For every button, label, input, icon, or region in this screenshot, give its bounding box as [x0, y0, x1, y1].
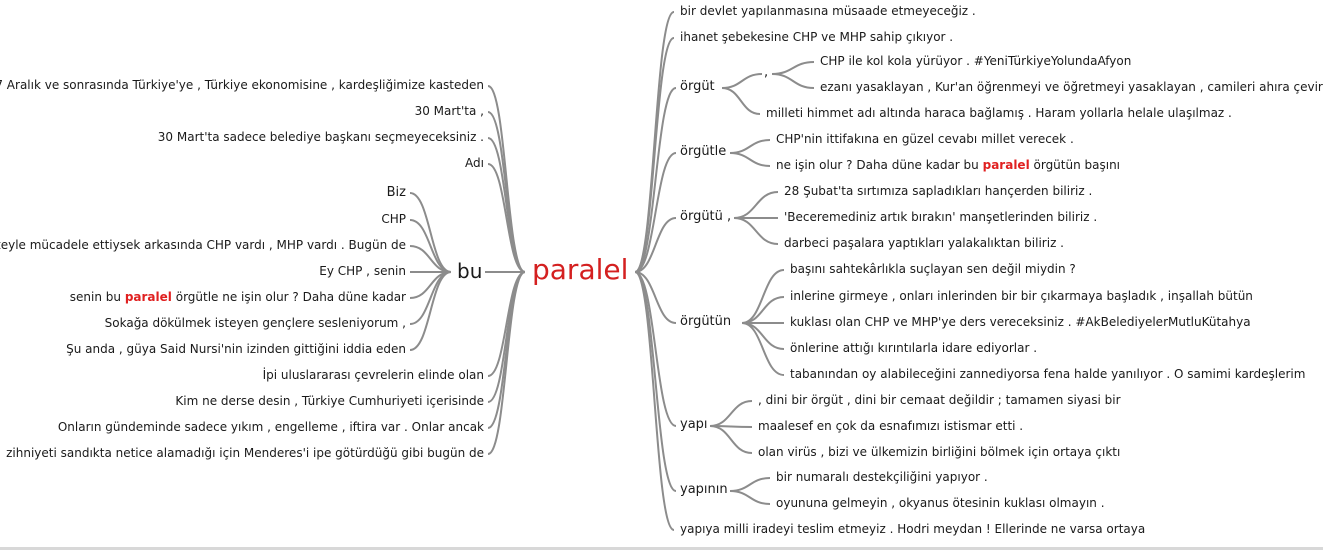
branch-orgutle: örgütle: [680, 144, 727, 159]
orgut-comma-leaf-connector: [771, 61, 815, 75]
yapi-leaf: , dini bir örgüt , dini bir cemaat değil…: [758, 393, 1121, 407]
left-connector: [487, 85, 526, 273]
left-leaf: zihniyeti sandıkta netice alamadığı için…: [6, 446, 484, 460]
orgutle-leaf: CHP'nin ittifakına en güzel cevabı mille…: [776, 132, 1074, 146]
left-connector: [487, 111, 526, 273]
branch-yapinin: yapının: [680, 482, 728, 497]
orgutu-leaf-connector: [733, 217, 779, 245]
left-leaf: İpi uluslararası çevrelerin elinde olan: [262, 368, 484, 382]
branch-orgut-comma: ,: [764, 65, 769, 80]
orgutle-leaf-connector: [729, 152, 771, 167]
branch-connector: [634, 152, 677, 273]
branch-yapi: yapı: [680, 417, 708, 432]
orgut-comma-leaf: CHP ile kol kola yürüyor . #YeniTürkiyeY…: [820, 54, 1132, 68]
orgutu-leaf-connector: [733, 191, 779, 219]
orgut-comma-connector: [721, 73, 763, 89]
yapinin-leaf: bir numaralı destekçiliğini yapıyor .: [776, 470, 988, 484]
orgutun-leaf: tabanından oy alabileceğini zannediyorsa…: [790, 367, 1306, 381]
branch-orgutun: örgütün: [680, 314, 732, 329]
bu-leaf: Biz: [386, 185, 406, 200]
left-connector: [487, 163, 526, 273]
orgut-comma-leaf: ezanı yasaklayan , Kur'an öğrenmeyi ve ö…: [820, 80, 1323, 94]
left-leaf: Kim ne derse desin , Türkiye Cumhuriyeti…: [175, 394, 484, 408]
right-leaf: yapıya milli iradeyi teslim etmeyiz . Ho…: [680, 522, 1146, 536]
orgutle-leaf-connector: [729, 139, 771, 154]
left-leaf: 30 Mart'ta sadece belediye başkanı seçme…: [157, 130, 484, 144]
orgutun-leaf-connector: [741, 322, 785, 350]
leaf-text-part: örgütle ne işin olur ? Daha düne kadar: [171, 290, 406, 304]
orgut-comma-leaf-connector: [771, 73, 815, 89]
orgutun-leaf: önlerine attığı kırıntılarla idare ediyo…: [790, 341, 1038, 355]
left-leaf: 30 Mart'ta ,: [414, 104, 484, 118]
highlight-keyword: paralel: [982, 158, 1030, 172]
highlight-keyword: paralel: [124, 290, 172, 304]
left-leaf: Onların gündeminde sadece yıkım , engell…: [57, 420, 484, 434]
leaf-text-part: ne işin olur ? Daha düne kadar bu: [776, 158, 983, 172]
left-connector: [487, 271, 526, 455]
orgut-leaf: milleti himmet adı altında haraca bağlam…: [766, 106, 1232, 120]
yapi-leaf: maalesef en çok da esnafımızı istismar e…: [758, 419, 1024, 433]
bu-leaf: çeteyle mücadele ettiysek arkasında CHP …: [0, 238, 406, 252]
orgutun-leaf: inlerine girmeye , onları inlerinden bir…: [790, 289, 1253, 303]
yapi-leaf-connector: [709, 400, 753, 427]
bottom-border: [0, 547, 1323, 550]
orgutu-leaf: 'Beceremediniz artık bırakın' manşetleri…: [784, 210, 1098, 224]
branch-connector: [634, 271, 677, 324]
branch-connector: [634, 271, 677, 492]
left-leaf: Adı: [465, 156, 484, 170]
yapinin-leaf-connector: [729, 477, 771, 492]
right-leaf: ihanet şebekesine CHP ve MHP sahip çıkıy…: [680, 30, 954, 44]
bu-leaf-connector: [409, 271, 452, 351]
right-connector: [634, 37, 675, 273]
bu-leaf: Şu anda , güya Said Nursi'nin izinden gi…: [66, 342, 406, 356]
branch-orgut: örgüt: [680, 79, 715, 94]
bu-leaf: senin bu paralel örgütle ne işin olur ? …: [70, 291, 406, 303]
orgutun-leaf-connector: [741, 322, 785, 376]
orgutun-leaf-connector: [741, 296, 785, 324]
branch-orgutu: örgütü ,: [680, 209, 732, 224]
yapi-leaf: olan virüs , bizi ve ülkemizin birliğini…: [758, 445, 1121, 459]
orgutle-leaf: ne işin olur ? Daha düne kadar bu parale…: [776, 159, 1120, 171]
left-leaf: 17 Aralık ve sonrasında Türkiye'ye , Tür…: [0, 78, 484, 92]
orgut-leaf-connector: [721, 87, 761, 115]
orgutun-leaf: kuklası olan CHP ve MHP'ye ders vereceks…: [790, 315, 1251, 329]
orgutun-leaf-connector: [741, 269, 785, 324]
right-leaf: bir devlet yapılanmasına müsaade etmeyec…: [680, 4, 976, 18]
bu-leaf: CHP: [381, 212, 406, 226]
root-node: paralel: [532, 253, 629, 286]
bu-leaf: Ey CHP , senin: [319, 264, 406, 278]
orgutu-leaf: darbeci paşalara yaptıkları yalakalıktan…: [784, 236, 1064, 250]
right-connector: [634, 11, 675, 273]
yapi-leaf-connector: [709, 425, 753, 454]
bu-leaf: Sokağa dökülmek isteyen gençlere sesleni…: [104, 316, 406, 330]
yapinin-leaf-connector: [729, 490, 771, 505]
leaf-text-part: örgütün başını: [1029, 158, 1121, 172]
left-connector: [487, 271, 526, 429]
branch-bu: bu: [457, 259, 483, 283]
branch-connector: [634, 87, 677, 273]
left-connector: [487, 137, 526, 273]
yapinin-leaf: oyununa gelmeyin , okyanus ötesinin kukl…: [776, 496, 1105, 510]
orgutu-leaf: 28 Şubat'ta sırtımıza sapladıkları hançe…: [784, 184, 1093, 198]
orgutun-leaf: başını sahtekârlıkla suçlayan sen değil …: [790, 262, 1076, 276]
branch-connector: [634, 217, 677, 273]
left-connector: [487, 271, 526, 403]
leaf-text-part: senin bu: [69, 290, 125, 304]
right-connector: [634, 271, 675, 531]
